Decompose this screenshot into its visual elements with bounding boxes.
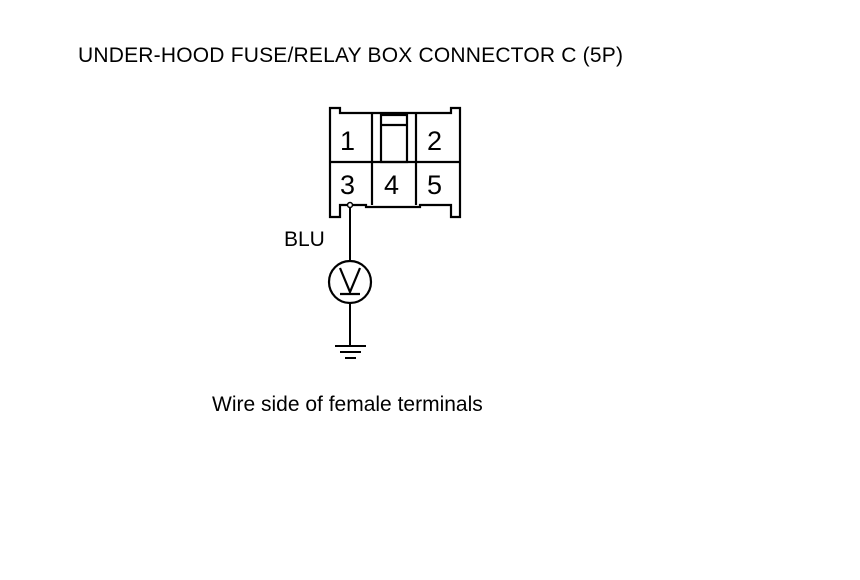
wire-color-label: BLU — [284, 228, 325, 251]
pin-4-label: 4 — [384, 170, 399, 200]
diagram-caption: Wire side of female terminals — [212, 393, 483, 416]
pin-3-probe-point — [346, 201, 354, 209]
voltmeter-icon — [327, 259, 373, 305]
pin-2-label: 2 — [427, 126, 442, 156]
pin-3-label: 3 — [340, 170, 355, 200]
pin-1-label: 1 — [340, 126, 355, 156]
ground-icon — [335, 345, 366, 359]
pin-5-label: 5 — [427, 170, 442, 200]
connector-housing — [328, 106, 462, 219]
connector-title: UNDER-HOOD FUSE/RELAY BOX CONNECTOR C (5… — [78, 44, 624, 67]
